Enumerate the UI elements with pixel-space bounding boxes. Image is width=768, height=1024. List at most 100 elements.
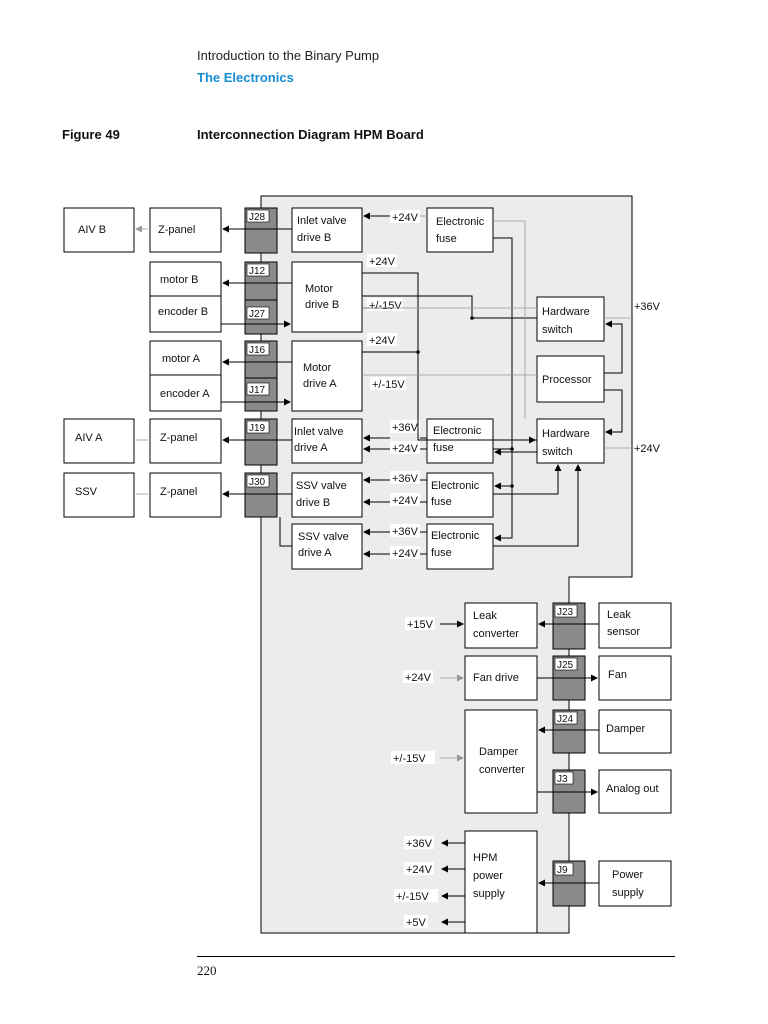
connector-j19-label: J19 — [249, 423, 266, 434]
ssv-b-line2: drive B — [296, 497, 330, 509]
motor-b-label: motor B — [160, 274, 199, 286]
hpm-ps-line2: power — [473, 870, 503, 882]
ssv-label: SSV — [75, 486, 98, 498]
connector-j27-label: J27 — [249, 309, 266, 320]
inlet-valve-drive-b-box — [291, 207, 363, 253]
motor-a-box — [149, 340, 222, 376]
encoder-a-label: encoder A — [160, 388, 210, 400]
page-number: 220 — [197, 963, 217, 978]
voltage-motor-b-15: +/-15V — [369, 300, 402, 312]
fan-box — [598, 655, 672, 701]
electronic-fuse-2-box — [426, 418, 494, 464]
damper-converter-box — [464, 709, 538, 814]
zpanel-1-label: Z-panel — [158, 224, 195, 236]
aiv-b-box — [63, 207, 135, 253]
hpm-ps-line1: HPM — [473, 852, 497, 864]
connector-j30-label: J30 — [249, 477, 266, 488]
aiv-a-box — [63, 418, 135, 464]
motor-drive-a-box — [291, 340, 363, 412]
hw-switch-2-line2: switch — [542, 446, 573, 458]
efuse-2-line2: fuse — [433, 442, 454, 454]
voltage-hpm-24: +24V — [406, 864, 433, 876]
connector-j25-label: J25 — [557, 660, 574, 671]
voltage-leak-15: +15V — [407, 619, 434, 631]
footer-rule — [197, 956, 675, 957]
analog-out-box — [598, 769, 672, 814]
electronic-fuse-3-box — [426, 472, 494, 518]
encoder-b-box — [149, 295, 222, 333]
voltage-motor-a-15: +/-15V — [372, 379, 405, 391]
voltage-ssv-b-24: +24V — [392, 495, 419, 507]
hw-switch-1-line1: Hardware — [542, 306, 590, 318]
leak-converter-line1: Leak — [473, 610, 497, 622]
zpanel-2-label: Z-panel — [160, 432, 197, 444]
aiv-b-label: AIV B — [78, 224, 106, 236]
electronic-fuse-1-box — [426, 207, 494, 253]
motor-a-label: motor A — [162, 353, 201, 365]
hpm-power-supply-box — [464, 830, 538, 934]
voltage-ssv-a-36: +36V — [392, 526, 419, 538]
inlet-b-line1: Inlet valve — [297, 215, 347, 227]
voltage-inlet-a-36: +36V — [392, 422, 419, 434]
efuse-2-line1: Electronic — [433, 425, 482, 437]
motor-drive-a-line2: drive A — [303, 378, 337, 390]
encoder-b-label: encoder B — [158, 306, 208, 318]
processor-label: Processor — [542, 374, 592, 386]
motor-drive-a-line1: Motor — [303, 362, 331, 374]
figure-title: Interconnection Diagram HPM Board — [197, 127, 424, 142]
motor-drive-b-line1: Motor — [305, 283, 333, 295]
connector-j24-label: J24 — [557, 714, 574, 725]
efuse-1-line1: Electronic — [436, 216, 485, 228]
ssv-valve-drive-a-box — [291, 523, 363, 570]
voltage-24-right: +24V — [634, 443, 661, 455]
voltage-hpm-36: +36V — [406, 838, 433, 850]
running-header-section: The Electronics — [197, 70, 294, 85]
voltage-damper-15: +/-15V — [393, 753, 426, 765]
voltage-motor-b-24: +24V — [369, 256, 396, 268]
electronic-fuse-4-box — [426, 523, 494, 570]
leak-converter-box — [464, 602, 538, 649]
connector-j9-label: J9 — [557, 865, 568, 876]
voltage-ssv-b-36: +36V — [392, 473, 419, 485]
voltage-inlet-b: +24V — [392, 212, 419, 224]
motor-b-box — [149, 261, 222, 297]
voltage-36-right: +36V — [634, 301, 661, 313]
processor-box — [536, 355, 605, 403]
leak-sensor-line2: sensor — [607, 626, 640, 638]
voltage-hpm-5: +5V — [406, 917, 427, 929]
motor-drive-b-line2: drive B — [305, 299, 339, 311]
connector-j17-label: J17 — [249, 385, 266, 396]
running-header-title: Introduction to the Binary Pump — [197, 48, 380, 63]
damper-box — [598, 709, 672, 754]
leak-sensor-box — [598, 602, 672, 649]
zpanel-3-box — [149, 472, 222, 518]
voltage-ssv-a-24: +24V — [392, 548, 419, 560]
fan-drive-label: Fan drive — [473, 672, 519, 684]
efuse-4-line2: fuse — [431, 547, 452, 559]
efuse-3-line1: Electronic — [431, 480, 480, 492]
hw-switch-2-line1: Hardware — [542, 428, 590, 440]
voltage-inlet-a-24: +24V — [392, 443, 419, 455]
connector-j28-label: J28 — [249, 212, 266, 223]
leak-sensor-line1: Leak — [607, 609, 631, 621]
hpm-ps-line3: supply — [473, 888, 505, 900]
inlet-a-line2: drive A — [294, 442, 328, 454]
damper-converter-line2: converter — [479, 764, 525, 776]
figure-label: Figure 49 — [62, 127, 120, 142]
damper-label: Damper — [606, 723, 645, 735]
zpanel-2-box — [149, 418, 222, 464]
hardware-switch-2-box — [536, 418, 605, 464]
ssv-box — [63, 472, 135, 518]
connector-j28 — [244, 207, 278, 254]
voltage-motor-a-24: +24V — [369, 335, 396, 347]
hardware-switch-1-box — [536, 296, 605, 342]
efuse-3-line2: fuse — [431, 496, 452, 508]
power-supply-line1: Power — [612, 869, 644, 881]
leak-converter-line2: converter — [473, 628, 519, 640]
inlet-a-line1: Inlet valve — [294, 426, 344, 438]
analog-out-label: Analog out — [606, 783, 659, 795]
connector-j3-label: J3 — [557, 774, 568, 785]
fan-drive-box — [464, 655, 538, 701]
voltage-fan-24: +24V — [405, 672, 432, 684]
